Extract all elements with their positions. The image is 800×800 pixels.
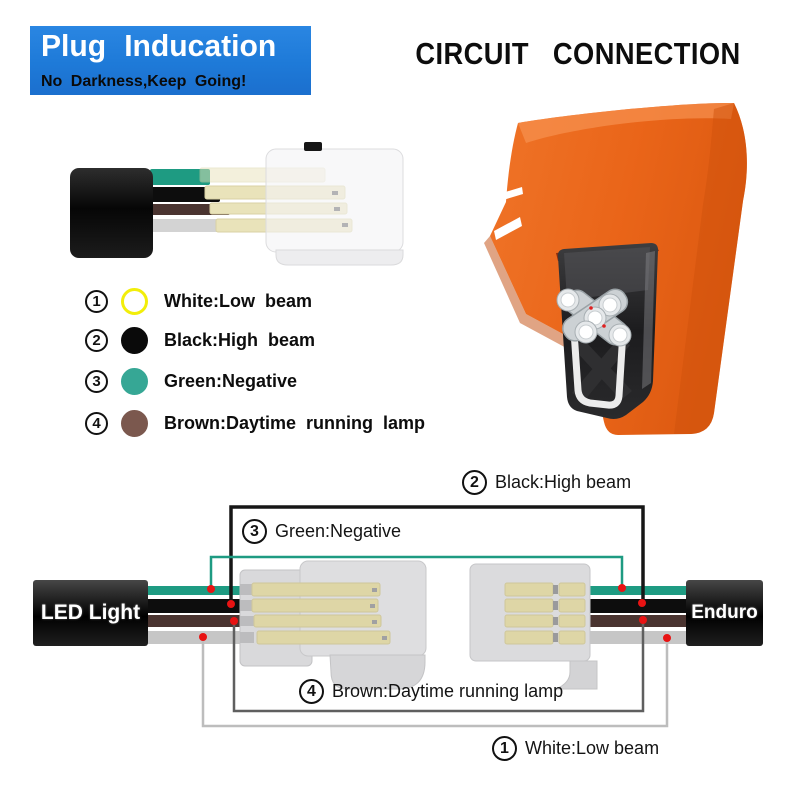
plug-pin-tips: [332, 191, 348, 227]
headlight-mask-photo: [484, 102, 747, 436]
female-connector: [469, 563, 598, 690]
legend-label: Brown:Daytime running lamp: [164, 412, 426, 433]
page-title: CIRCUIT CONNECTION: [415, 36, 741, 71]
banner-subtitle: No Darkness,Keep Going!: [41, 73, 247, 90]
legend-label: Black:High beam: [164, 329, 316, 350]
plug-wires: [150, 169, 234, 232]
callout-brown-drl: 4 Brown:Daytime running lamp: [299, 679, 563, 704]
callout-number-badge: 3: [242, 519, 267, 544]
callout-label: Brown:Daytime running lamp: [332, 681, 564, 701]
legend-item-black: 2 Black:High beam: [85, 325, 315, 355]
callout-label: White:Low beam: [525, 738, 660, 758]
legend-label: Green:Negative: [164, 370, 298, 391]
mask-beak-gap: [494, 217, 522, 240]
drl-light-guide: [570, 330, 627, 409]
legend-color-swatch-white: [121, 287, 148, 315]
plug-housing: [265, 148, 404, 253]
plug-connector-photo: [70, 142, 404, 266]
lens-side-glint: [642, 251, 655, 389]
legend-number-badge: 2: [85, 328, 108, 352]
callout-white-low-beam: 1 White:Low beam: [492, 736, 659, 761]
legend-number-badge: 3: [85, 369, 108, 393]
callout-label: Black:High beam: [495, 472, 632, 492]
mask-right-shade: [674, 103, 747, 434]
callout-number-badge: 4: [299, 679, 324, 704]
callout-label: Green:Negative: [275, 521, 402, 541]
legend-color-swatch-black: [121, 326, 148, 354]
callout-number-badge: 2: [462, 470, 487, 495]
male-connector: [239, 560, 427, 690]
green-wire-route: [209, 555, 624, 588]
lens-brace: [572, 339, 630, 401]
mask-vent-slit: [502, 187, 523, 200]
legend-item-brown: 4 Brown:Daytime running lamp: [85, 408, 425, 438]
banner-title: Plug Inducation: [41, 28, 277, 63]
legend-number-badge: 4: [85, 411, 108, 435]
plug-latch-tab: [304, 142, 322, 151]
cable-label-led-light: LED Light: [40, 601, 141, 624]
led-light-cable-block: [33, 580, 148, 646]
brown-wire-route: [232, 622, 645, 713]
legend-label: White:Low beam: [164, 290, 312, 311]
cable-label-enduro: Enduro: [691, 602, 758, 623]
lens-reflection: [564, 247, 650, 300]
legend-number-badge: 1: [85, 289, 108, 313]
plug-cable-sleeve: [70, 168, 153, 258]
legend-item-green: 3 Green:Negative: [85, 366, 297, 396]
legend-item-white: 1 White:Low beam: [85, 286, 312, 316]
callout-black-high-beam: 2 Black:High beam: [462, 470, 631, 495]
enduro-cable-block: [686, 580, 763, 646]
mask-top-highlight: [518, 102, 734, 143]
connection-dots: [199, 584, 671, 642]
legend-color-swatch-green: [121, 367, 148, 395]
wiring-diagram: [33, 505, 763, 728]
led-lamps: [556, 288, 632, 347]
banner: Plug Inducation No Darkness,Keep Going!: [30, 26, 311, 95]
plug-housing-flange: [275, 249, 404, 266]
legend-color-swatch-brown: [121, 409, 148, 437]
callout-number-badge: 1: [492, 736, 517, 761]
callout-green-negative: 3 Green:Negative: [242, 519, 401, 544]
white-wire-route: [201, 638, 669, 728]
